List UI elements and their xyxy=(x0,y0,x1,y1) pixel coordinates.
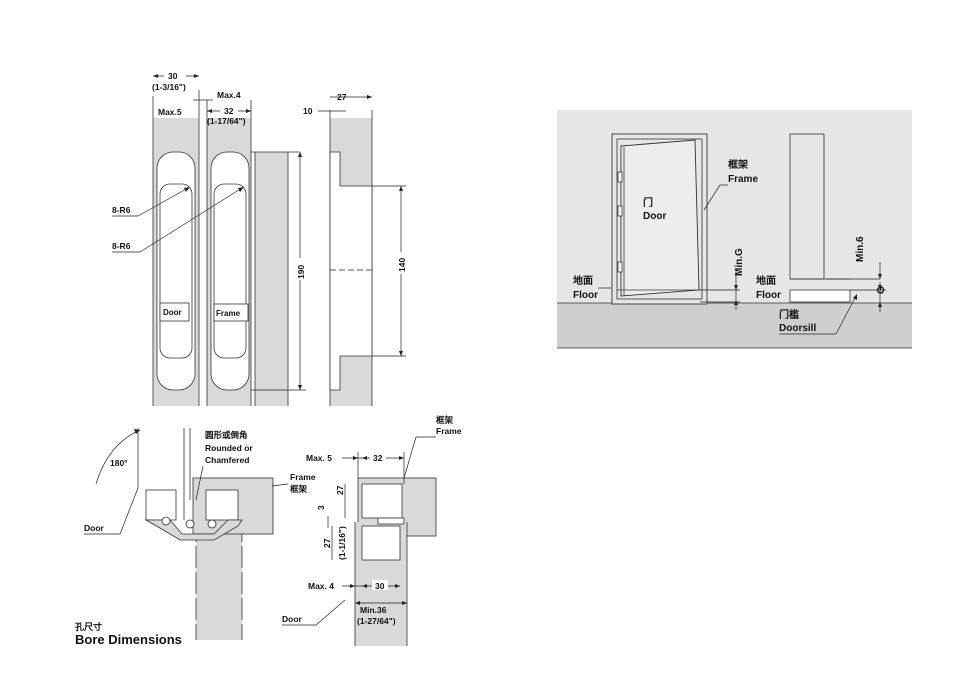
bore-caption-en: Bore Dimensions xyxy=(75,632,182,647)
max4-section: Max. 4 xyxy=(308,581,334,591)
door-bore-section xyxy=(361,525,401,561)
door-bore-inner xyxy=(159,183,193,359)
max5-section: Max. 5 xyxy=(306,453,332,463)
dim-32: 32 xyxy=(224,106,234,116)
min-6-label: Min.6 xyxy=(855,236,866,262)
frame-cn-plan: 框架 xyxy=(290,484,308,494)
min-g-label: Min.G xyxy=(734,248,745,276)
dim-140: 140 xyxy=(397,258,407,272)
door-tag-box xyxy=(159,302,190,322)
doorsill xyxy=(789,289,851,303)
frame-cn-elev: 框架 xyxy=(728,158,748,171)
min36-inch-section: (1-27/64") xyxy=(357,616,396,626)
door-en-plan: Door xyxy=(84,523,105,533)
bore-section-view: 框架 Frame Max. 5 32 27 3 27 (1-1/16") Max… xyxy=(282,415,462,646)
doorsill-en: Doorsill xyxy=(779,323,816,334)
dim-3-section: 3 xyxy=(316,505,326,510)
floor-cn-2: 地面 xyxy=(756,274,776,287)
frame-tag-box xyxy=(213,303,249,322)
g-label: G xyxy=(876,286,887,294)
door-elevation: 门 Door 框架 Frame Min.G 地面 Floor 地面 Floor … xyxy=(557,110,912,349)
angle-label: 180° xyxy=(110,458,128,468)
section-wall xyxy=(789,133,825,280)
frame-bore-inner xyxy=(213,183,247,359)
floor-cn-1: 地面 xyxy=(573,274,593,287)
opening-arc xyxy=(95,429,141,485)
door-en-section: Door xyxy=(282,614,303,624)
dim-32-section: 32 xyxy=(373,453,383,463)
dim-27: 27 xyxy=(337,92,347,102)
bore-caption-cn: 孔尺寸 xyxy=(75,621,102,632)
dim-190: 190 xyxy=(296,265,306,279)
frame-bore-section xyxy=(361,483,403,519)
dim-27-section: 27 xyxy=(335,485,345,495)
frame-en-section: Frame xyxy=(436,426,462,436)
frame-jamb xyxy=(255,152,288,406)
dim-30: 30 xyxy=(168,71,178,81)
radius-label-1: 8-R6 xyxy=(112,205,131,215)
dim-27b-section: 27 xyxy=(322,538,332,548)
rounded-en-2: Chamfered xyxy=(205,455,249,465)
dim-max4: Max.4 xyxy=(217,90,241,100)
min36-section: Min.36 xyxy=(360,605,387,615)
rounded-cn: 圆形或倒角 xyxy=(205,430,248,440)
hinge-plate-section xyxy=(377,517,405,525)
floor-en-1: Floor xyxy=(573,290,598,301)
floor-en-2: Floor xyxy=(756,290,781,301)
hinge-body-frame xyxy=(205,489,239,521)
frame-cn-section: 框架 xyxy=(436,415,454,425)
doorsill-cn: 门槛 xyxy=(779,308,799,321)
dim-32-inch: (1-17/64") xyxy=(207,116,246,126)
rounded-en-1: Rounded or xyxy=(205,443,253,453)
dim-27b-inch-section: (1-1/16") xyxy=(337,526,347,560)
door-tag: Door xyxy=(163,308,182,317)
dim-30-section: 30 xyxy=(375,581,385,591)
floor-band xyxy=(557,303,912,348)
bore-plan-view: 180° 圆形或倒角 Rounded or Chamfered Frame 框架… xyxy=(75,428,316,647)
side-pocket xyxy=(329,151,373,391)
bore-front-views: Door Frame 30 (1-3/16") Max.4 Max.5 xyxy=(112,70,407,406)
dim-30-inch: (1-3/16") xyxy=(152,82,186,92)
frame-en-plan: Frame xyxy=(290,472,316,482)
hinge-link xyxy=(144,519,243,541)
dim-10: 10 xyxy=(303,106,313,116)
dim-max5: Max.5 xyxy=(158,107,182,117)
hinge-body-door xyxy=(145,489,177,521)
door-en-elev: Door xyxy=(643,211,666,222)
frame-tag: Frame xyxy=(216,309,241,318)
radius-label-2: 8-R6 xyxy=(112,241,131,251)
frame-en-elev: Frame xyxy=(728,174,758,185)
door-cn-elev: 门 xyxy=(643,196,653,209)
